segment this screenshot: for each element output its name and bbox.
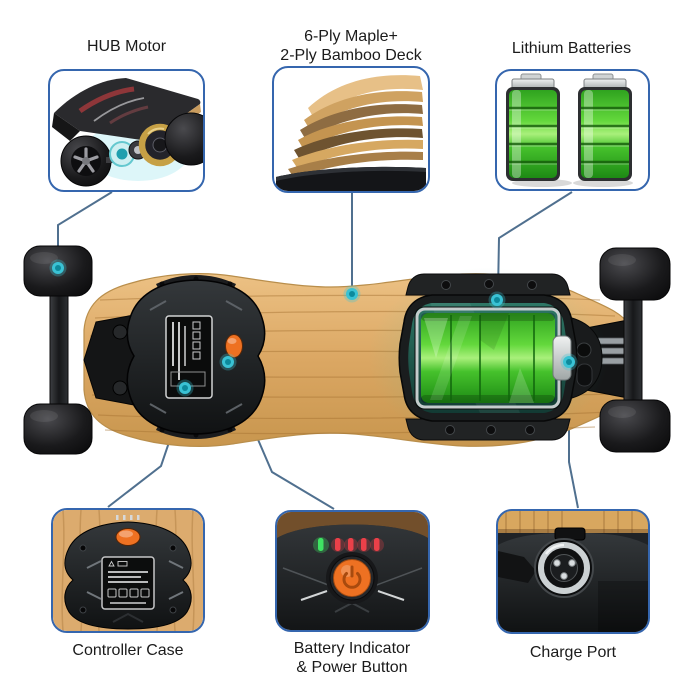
- marker-charge-port-icon: [560, 353, 578, 371]
- batteries-illustration-icon: [506, 73, 633, 187]
- battery-1-icon: [506, 73, 572, 187]
- lithium-batteries-callout-box: [495, 69, 650, 191]
- charge-port-callout-box: [496, 509, 650, 634]
- lithium-batteries-label: Lithium Batteries: [511, 40, 632, 57]
- battery-indicator-label: Battery Indicator & Power Button: [254, 639, 450, 677]
- battery-compartment-on-board: [368, 267, 608, 447]
- charge-port-label: Charge Port: [529, 644, 617, 661]
- battery-2-icon: [573, 73, 633, 187]
- hub-motor-callout-box: [48, 69, 205, 192]
- marker-power-button-icon: [219, 353, 237, 371]
- marker-controller-icon: [176, 379, 194, 397]
- battery-indicator-label-line2: & Power Button: [296, 659, 408, 677]
- marker-hub-motor-icon: [49, 259, 67, 277]
- battery-indicator-callout-box: [275, 510, 430, 632]
- case-accents: [149, 300, 243, 414]
- battery-cell: [421, 313, 555, 403]
- port-latch: [554, 527, 586, 541]
- hub-motor-label: HUB Motor: [86, 38, 167, 55]
- callout-markers: [49, 259, 578, 397]
- controller-case-callout-box: [51, 508, 205, 633]
- controller-case-illustration-icon: [53, 510, 203, 631]
- controller-case-label: Controller Case: [72, 642, 184, 659]
- marker-batteries-icon: [488, 291, 506, 309]
- deck-layers-illustration-icon: [276, 75, 426, 191]
- deck-label-line2: 2-Ply Bamboo Deck: [280, 47, 422, 65]
- indicator-illustration-icon: [277, 512, 428, 630]
- charge-port-illustration-icon: [498, 511, 648, 632]
- controller-case-on-board: [126, 275, 266, 439]
- deck-label-line1: 6-Ply Maple+: [304, 28, 398, 45]
- power-button-small-icon: [115, 528, 141, 546]
- deck-label: 6-Ply Maple+ 2-Ply Bamboo Deck: [253, 27, 449, 65]
- charge-port-on-board: [576, 342, 592, 358]
- hub-motor-illustration-icon: [52, 78, 203, 187]
- marker-deck-icon: [343, 285, 361, 303]
- power-button-large-icon: [326, 552, 378, 604]
- deck-callout-box: [272, 66, 430, 193]
- battery-indicator-label-line1: Battery Indicator: [293, 640, 411, 657]
- battery-level-leds-icon: [313, 537, 384, 553]
- power-button-on-board: [225, 334, 243, 358]
- charge-port-connector-icon: [534, 538, 594, 598]
